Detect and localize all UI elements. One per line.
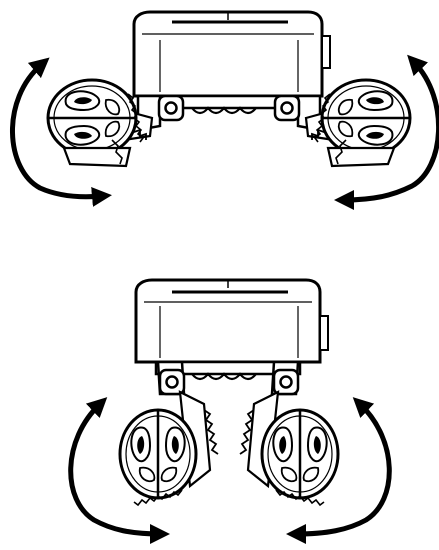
- panel-top: [10, 10, 439, 210]
- treaded-wheel-icon: [313, 78, 412, 158]
- left-arm: [118, 360, 219, 507]
- pivot-hinge-icon: [158, 368, 186, 396]
- pivot-hinge-icon: [273, 94, 301, 122]
- treaded-wheel-icon: [118, 408, 198, 507]
- curved-double-headed-arrow-icon: [10, 57, 112, 207]
- curved-double-headed-arrow-icon: [286, 397, 392, 544]
- device-body: [132, 10, 331, 115]
- curved-double-headed-arrow-icon: [68, 397, 170, 544]
- right-arm: [239, 360, 340, 507]
- pivot-hinge-icon: [272, 368, 300, 396]
- treaded-wheel-icon: [46, 78, 145, 158]
- curved-double-headed-arrow-icon: [334, 54, 439, 210]
- device-body: [134, 278, 329, 381]
- pivot-hinge-icon: [157, 94, 185, 122]
- treaded-wheel-icon: [260, 408, 340, 507]
- panel-bottom: [68, 278, 392, 544]
